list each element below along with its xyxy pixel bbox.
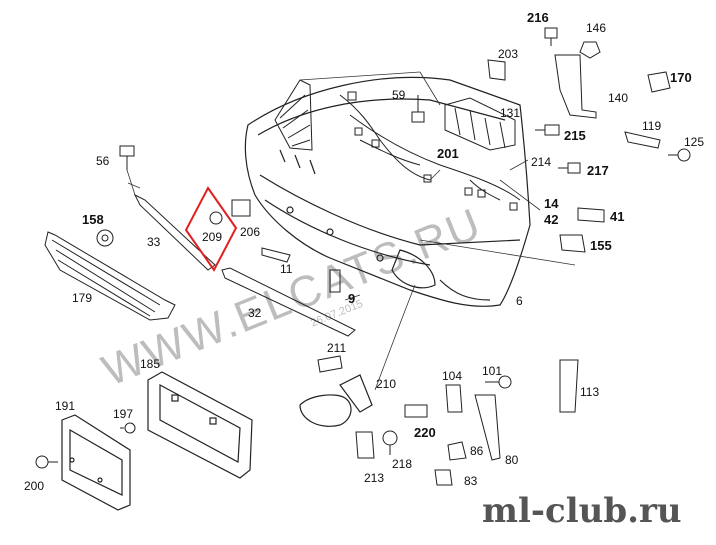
label-158: 158 xyxy=(82,212,104,227)
label-217: 217 xyxy=(587,163,609,178)
label-80: 80 xyxy=(505,453,519,467)
label-220: 220 xyxy=(414,425,436,440)
label-86: 86 xyxy=(470,444,484,458)
label-210: 210 xyxy=(376,377,396,391)
label-214: 214 xyxy=(531,155,551,169)
part-210-foglight xyxy=(299,374,373,427)
label-191: 191 xyxy=(55,399,75,413)
label-6: 6 xyxy=(516,294,523,308)
label-197: 197 xyxy=(113,407,133,421)
label-11: 11 xyxy=(280,262,293,276)
label-131: 131 xyxy=(500,106,520,120)
label-56: 56 xyxy=(96,154,110,168)
label-216: 216 xyxy=(527,10,549,25)
label-33: 33 xyxy=(147,235,161,249)
label-146: 146 xyxy=(586,21,606,35)
label-213: 213 xyxy=(364,471,384,485)
label-42: 42 xyxy=(544,212,558,227)
label-203: 203 xyxy=(498,47,518,61)
wiring-harness xyxy=(339,91,521,211)
label-125: 125 xyxy=(684,135,704,149)
label-185: 185 xyxy=(140,357,160,371)
label-170: 170 xyxy=(670,70,692,85)
label-215: 215 xyxy=(564,128,586,143)
label-104: 104 xyxy=(442,369,462,383)
label-209: 209 xyxy=(202,230,222,244)
part-185-plate-holder xyxy=(147,371,253,479)
label-14: 14 xyxy=(544,196,559,211)
label-32: 32 xyxy=(248,306,262,320)
part-209-highlight xyxy=(184,186,238,272)
label-119: 119 xyxy=(642,119,661,133)
part-191-plate xyxy=(61,414,131,511)
label-201: 201 xyxy=(437,146,459,161)
label-206: 206 xyxy=(240,225,260,239)
leader-lines xyxy=(126,71,576,391)
part-32-strip xyxy=(221,267,356,337)
label-41: 41 xyxy=(610,209,624,224)
part-179-spoiler xyxy=(44,231,176,321)
label-9: 9 xyxy=(348,291,355,306)
bumper-shell xyxy=(244,76,531,307)
part-labels: 216 146 203 170 59 131 140 215 119 125 5… xyxy=(24,10,704,493)
label-101: 101 xyxy=(482,364,502,378)
label-179: 179 xyxy=(72,291,92,305)
label-83: 83 xyxy=(464,474,478,488)
label-218: 218 xyxy=(392,457,412,471)
label-200: 200 xyxy=(24,479,44,493)
bumper-bracket xyxy=(274,79,313,151)
part-11-grille xyxy=(261,247,291,263)
label-140: 140 xyxy=(608,91,628,105)
brand-watermark: ml-club.ru xyxy=(482,491,682,531)
label-155: 155 xyxy=(590,238,612,253)
part-131-absorber xyxy=(444,97,516,151)
label-211: 211 xyxy=(327,341,346,355)
hardware-bolts xyxy=(35,27,691,486)
label-113: 113 xyxy=(580,385,599,399)
label-59: 59 xyxy=(392,88,406,102)
